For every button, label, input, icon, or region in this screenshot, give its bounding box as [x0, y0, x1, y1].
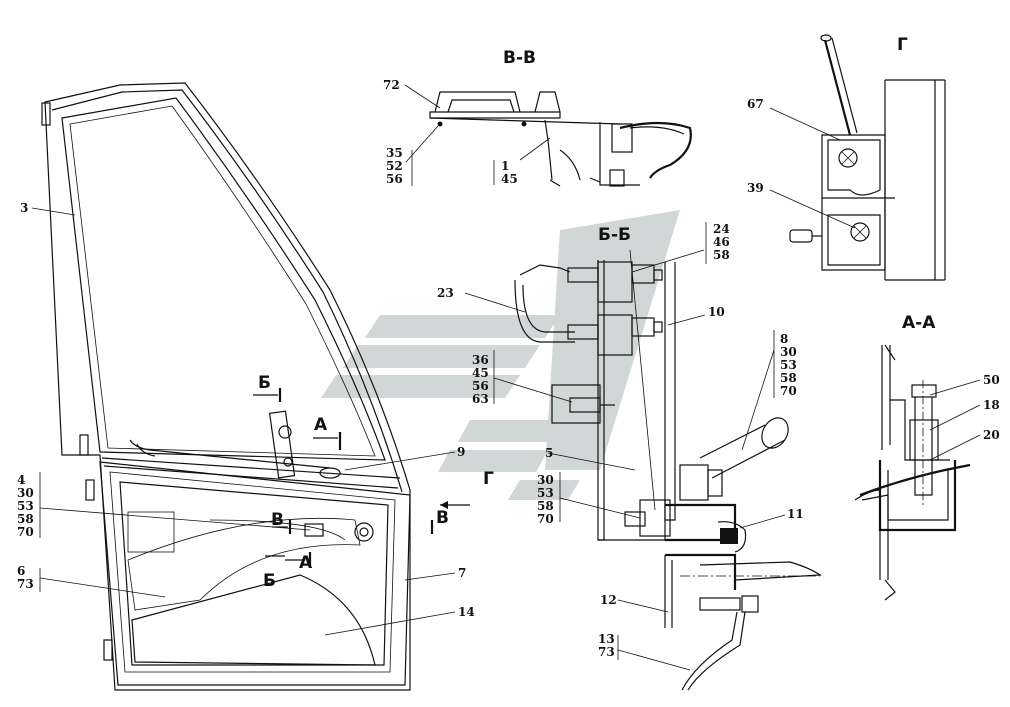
callout-24: 24 — [713, 222, 730, 236]
section-bb-detail — [514, 249, 822, 691]
callout-24-group: 24 46 58 — [713, 222, 730, 262]
callout-9: 9 — [457, 445, 465, 459]
callout-35-group: 35 52 56 — [386, 146, 403, 186]
callout-20: 20 — [983, 428, 1000, 442]
callout-45b: 45 — [472, 366, 489, 380]
watermark-logo — [321, 210, 680, 500]
marker-v-left: В — [271, 510, 284, 530]
callout-70: 70 — [780, 384, 797, 398]
view-g-detail — [789, 34, 946, 281]
door-assembly — [41, 82, 411, 691]
marker-a-top: А — [314, 415, 328, 435]
callout-13-group: 13 73 — [598, 632, 615, 659]
callout-58d: 58 — [537, 499, 554, 513]
marker-v-right: В — [436, 508, 449, 528]
callout-50: 50 — [983, 373, 1000, 387]
callout-1: 1 — [501, 159, 509, 173]
callout-30c: 30 — [537, 473, 554, 487]
callout-36-group: 36 45 56 63 — [472, 353, 489, 406]
callout-4-group: 4 30 53 58 70 — [17, 473, 34, 539]
callout-1-group: 1 45 — [501, 159, 518, 186]
callout-72: 72 — [383, 78, 400, 92]
section-markers — [253, 388, 470, 566]
section-title-bb: Б-Б — [598, 225, 631, 245]
callout-46: 46 — [713, 235, 730, 249]
callout-8: 8 — [780, 332, 788, 346]
callout-7: 7 — [458, 566, 466, 580]
callout-6: 6 — [17, 564, 25, 578]
callout-4: 4 — [17, 473, 25, 487]
marker-g-arrow: Г — [483, 469, 494, 489]
callout-56: 56 — [386, 172, 403, 186]
callout-67: 67 — [747, 97, 764, 111]
callout-53b: 53 — [17, 499, 34, 513]
callout-73b: 73 — [598, 645, 615, 659]
leader-lines — [31, 84, 981, 671]
marker-b-top: Б — [258, 373, 271, 393]
callout-8-group: 8 30 53 58 70 — [780, 332, 797, 398]
callout-58b: 58 — [780, 371, 797, 385]
callout-14: 14 — [458, 605, 475, 619]
callout-11: 11 — [787, 507, 804, 521]
section-title-g: Г — [897, 35, 908, 55]
section-aa-detail — [854, 344, 971, 601]
callout-30b: 30 — [17, 486, 34, 500]
callout-23: 23 — [437, 286, 454, 300]
callout-58c: 58 — [17, 512, 34, 526]
callout-13: 13 — [598, 632, 615, 646]
marker-b-bottom: Б — [263, 571, 276, 591]
callout-35: 35 — [386, 146, 403, 160]
callout-45: 45 — [501, 172, 518, 186]
callout-56b: 56 — [472, 379, 489, 393]
callout-6-group: 6 73 — [17, 564, 34, 591]
callout-58: 58 — [713, 248, 730, 262]
callout-39: 39 — [747, 181, 764, 195]
callout-10: 10 — [708, 305, 725, 319]
callout-36: 36 — [472, 353, 489, 367]
callout-30: 30 — [780, 345, 797, 359]
callout-53c: 53 — [537, 486, 554, 500]
callout-5: 5 — [545, 446, 553, 460]
callout-12: 12 — [600, 593, 617, 607]
section-title-vv: В-В — [503, 48, 536, 68]
callout-18: 18 — [983, 398, 1000, 412]
callout-3: 3 — [20, 201, 28, 215]
callout-73: 73 — [17, 577, 34, 591]
callout-53: 53 — [780, 358, 797, 372]
callout-70b: 70 — [17, 525, 34, 539]
callout-70c: 70 — [537, 512, 554, 526]
section-title-aa: А-А — [902, 313, 936, 333]
section-vv-detail — [429, 91, 692, 187]
callout-63: 63 — [472, 392, 489, 406]
callout-30-group: 30 53 58 70 — [537, 473, 554, 526]
callout-52: 52 — [386, 159, 403, 173]
marker-a-bottom: А — [299, 553, 313, 573]
